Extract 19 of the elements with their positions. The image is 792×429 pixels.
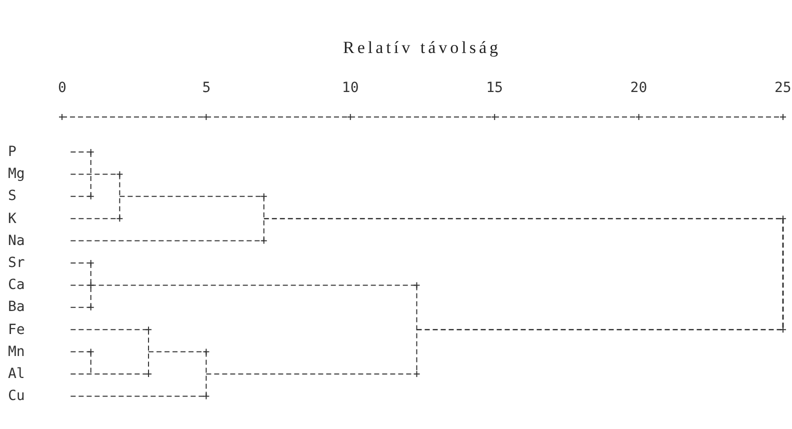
- row-label: Ca: [8, 277, 25, 294]
- scale-tick-label: 0: [58, 80, 66, 96]
- row-label: Al: [8, 366, 25, 382]
- row-label: Sr: [8, 255, 25, 271]
- row-label: K: [8, 210, 16, 227]
- row-label: Ba: [8, 299, 25, 316]
- scale-tick-label: 20: [630, 80, 648, 96]
- scale-tick-label: 25: [774, 80, 792, 96]
- row-label: Na: [8, 232, 25, 249]
- row-label: Fe: [8, 322, 25, 338]
- row-label: P: [8, 144, 16, 160]
- row-label: S: [8, 188, 16, 204]
- scale-tick-label: 10: [342, 80, 359, 96]
- scale-tick-label: 5: [202, 80, 211, 96]
- row-label: Cu: [8, 388, 25, 404]
- axis-title: Relatív távolság: [343, 38, 502, 58]
- row-label: Mn: [8, 344, 25, 360]
- row-label: Mg: [8, 166, 25, 182]
- scale-tick-label: 15: [486, 80, 503, 96]
